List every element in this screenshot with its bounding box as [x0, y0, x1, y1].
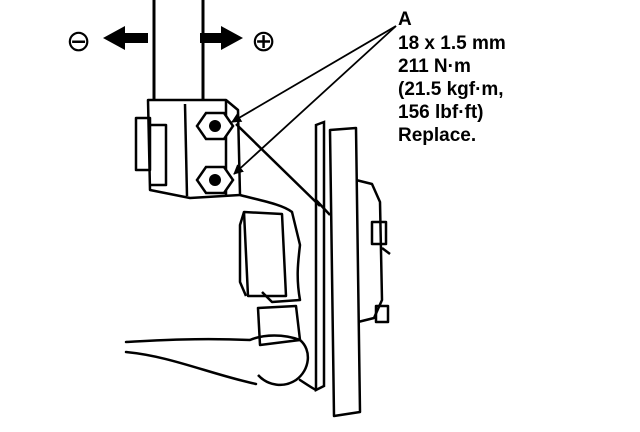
lower-bolt — [195, 165, 235, 195]
direction-indicator: ⊖ ⊕ — [66, 24, 276, 59]
bolt-size: 18 x 1.5 mm — [398, 33, 506, 54]
strut-tube — [152, 0, 205, 100]
left-arrow — [103, 26, 148, 50]
upper-bolt — [195, 111, 235, 141]
brake-disc — [328, 126, 391, 418]
plus-symbol: ⊕ — [251, 24, 276, 59]
lower-control-arm — [124, 337, 318, 392]
leader-lines — [231, 25, 397, 175]
steering-knuckle — [235, 123, 321, 387]
torque-kgfm: (21.5 kgf·m, — [398, 79, 504, 100]
torque-lbfft: 156 lbf·ft) — [398, 102, 484, 123]
minus-symbol: ⊖ — [66, 24, 91, 59]
right-arrow — [200, 26, 243, 50]
callout-letter: A — [398, 9, 412, 30]
torque-nm: 211 N·m — [398, 56, 471, 77]
dust-shield — [314, 120, 331, 393]
replace-note: Replace. — [398, 125, 476, 146]
callout-a: A 18 x 1.5 mm 211 N·m (21.5 kgf·m, 156 l… — [398, 9, 506, 146]
